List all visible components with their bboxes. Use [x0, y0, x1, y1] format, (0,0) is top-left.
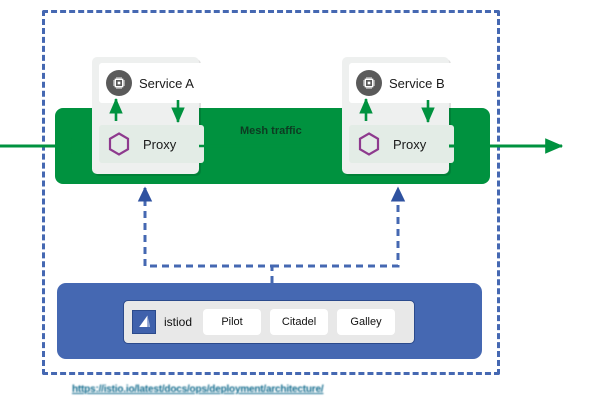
service-b-card: Service B: [349, 63, 454, 103]
proxy-b-card: Proxy: [349, 125, 454, 163]
control-plane-box: istiod Pilot Citadel Galley: [57, 283, 482, 359]
hexagon-icon: [107, 131, 131, 157]
service-a-card: Service A: [99, 63, 204, 103]
chip-icon: [106, 70, 132, 96]
istio-sail-icon: [132, 310, 156, 334]
istiod-label: istiod: [164, 315, 193, 329]
mesh-traffic-label: Mesh traffic: [240, 125, 302, 137]
hexagon-icon: [357, 131, 381, 157]
component-galley[interactable]: Galley: [337, 309, 396, 335]
istiod-components-row: Pilot Citadel Galley: [203, 309, 396, 335]
pod-service-b: Service B Proxy: [342, 57, 454, 174]
component-citadel[interactable]: Citadel: [270, 309, 329, 335]
proxy-a-label: Proxy: [143, 136, 177, 152]
service-b-label: Service B: [389, 75, 445, 91]
source-url-link[interactable]: https://istio.io/latest/docs/ops/deploym…: [72, 384, 324, 395]
proxy-b-label: Proxy: [393, 136, 427, 152]
service-a-label: Service A: [139, 75, 194, 91]
component-pilot[interactable]: Pilot: [203, 309, 262, 335]
istiod-panel: istiod Pilot Citadel Galley: [123, 300, 415, 344]
proxy-a-card: Proxy: [99, 125, 204, 163]
chip-icon: [356, 70, 382, 96]
pod-service-a: Service A Proxy: [92, 57, 204, 174]
service-mesh-boundary: [42, 10, 500, 375]
